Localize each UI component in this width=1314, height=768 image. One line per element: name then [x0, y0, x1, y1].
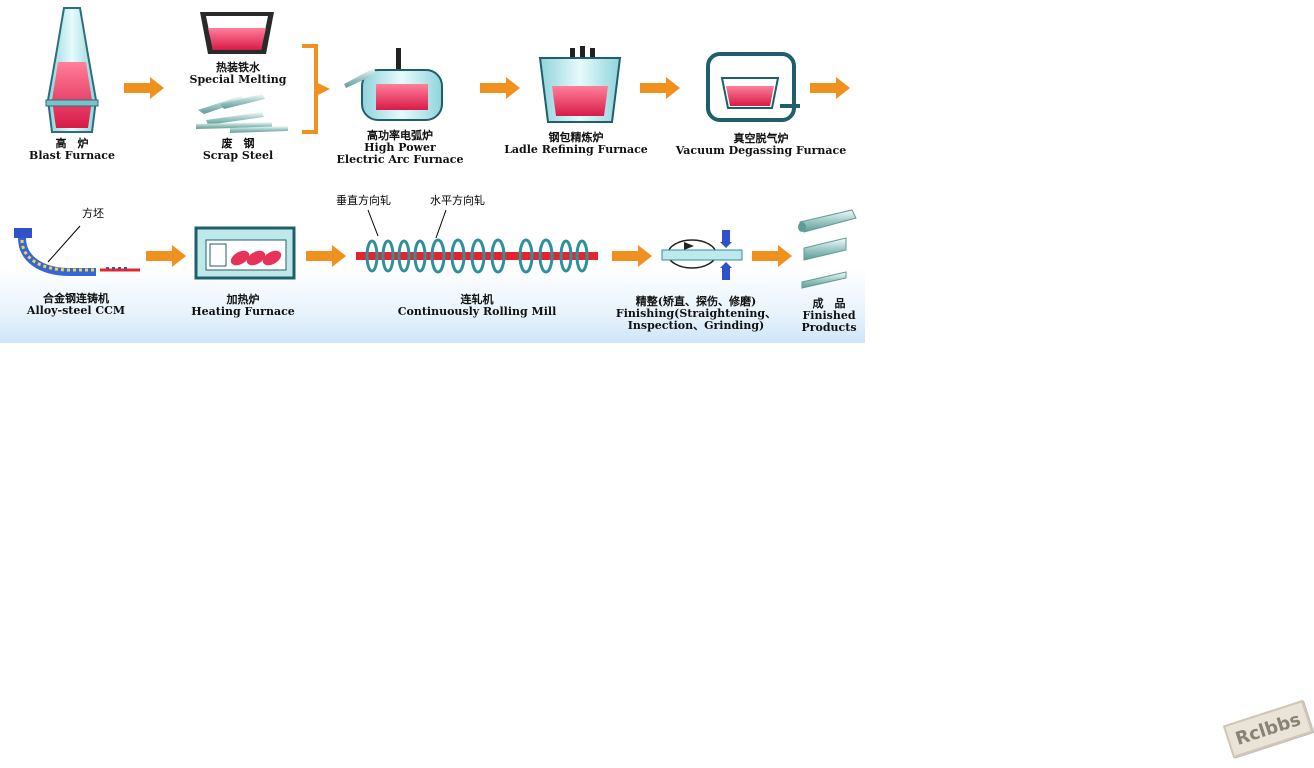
label-special-melting: 热装铁水 Special Melting	[190, 62, 287, 86]
finished-products-icon	[798, 209, 857, 289]
label-ladle-refining: 钢包精炼炉 Ladle Refining Furnace	[504, 132, 648, 156]
blast-furnace-icon	[45, 7, 99, 133]
rolling-mill-icon	[356, 209, 598, 274]
hot-metal-ladle-icon	[200, 12, 274, 54]
label-zh: 加热炉	[226, 293, 260, 306]
label-en-line1: High Power	[364, 141, 436, 154]
scrap-steel-icon	[196, 94, 288, 133]
label-en-line1: Finished	[802, 309, 856, 322]
label-vacuum-degassing: 真空脱气炉 Vacuum Degassing Furnace	[676, 133, 846, 157]
label-zh: 连轧机	[460, 293, 494, 306]
label-en-line2: Inspection、Grinding)	[627, 319, 765, 332]
diagram-graphics	[14, 7, 857, 289]
label-en: Special Melting	[189, 73, 287, 86]
label-zh: 真空脱气炉	[733, 132, 789, 145]
label-finishing: 精整(矫直、探伤、修磨) Finishing(Straightening、 In…	[616, 296, 776, 332]
process-flow-diagram: 高 炉 Blast Furnace 热装铁水 Special Melting 废…	[0, 0, 865, 343]
watermark-text: Rclbbs	[1232, 708, 1304, 750]
label-zh: 合金钢连铸机	[43, 292, 109, 305]
label-zh: 钢包精炼炉	[548, 131, 604, 144]
continuous-caster-icon	[14, 225, 140, 276]
label-electric-arc-furnace: 高功率电弧炉 High Power Electric Arc Furnace	[337, 130, 464, 166]
label-en: Heating Furnace	[191, 305, 295, 318]
vacuum-degassing-furnace-icon	[706, 52, 800, 122]
label-en: Ladle Refining Furnace	[504, 143, 648, 156]
label-en: Vacuum Degassing Furnace	[675, 144, 847, 157]
label-en: Continuously Rolling Mill	[397, 305, 557, 318]
label-en: Scrap Steel	[202, 149, 274, 162]
annotation-billet: 方坯	[82, 207, 104, 220]
finishing-station-icon	[661, 230, 743, 280]
label-en-line2: Products	[801, 321, 857, 334]
annotation-vertical-roll: 垂直方向轧	[336, 194, 391, 207]
heating-furnace-icon	[194, 226, 296, 280]
merge-bracket	[302, 44, 318, 134]
label-en-line2: Electric Arc Furnace	[336, 153, 464, 166]
label-en: Blast Furnace	[29, 149, 115, 162]
flow-arrows-row2	[146, 245, 792, 267]
ladle-refining-furnace-icon	[538, 46, 622, 123]
label-blast-furnace: 高 炉 Blast Furnace	[29, 138, 115, 162]
flow-arrows-row1	[124, 77, 850, 99]
label-zh: 热装铁水	[215, 61, 260, 74]
label-zh: 成 品	[812, 297, 846, 310]
electric-arc-furnace-icon	[344, 48, 443, 121]
label-finished-products: 成 品 Finished Products	[801, 298, 856, 334]
label-scrap-steel: 废 钢 Scrap Steel	[203, 138, 273, 162]
label-heating-furnace: 加热炉 Heating Furnace	[191, 294, 295, 318]
label-zh: 精整(矫直、探伤、修磨)	[635, 295, 757, 308]
label-zh: 废 钢	[221, 137, 255, 150]
label-en: Alloy-steel CCM	[26, 304, 126, 317]
label-zh: 高功率电弧炉	[367, 129, 433, 142]
label-rolling-mill: 连轧机 Continuously Rolling Mill	[398, 294, 557, 318]
label-zh: 高 炉	[55, 137, 89, 150]
label-en-line1: Finishing(Straightening、	[615, 307, 777, 320]
watermark-stamp: Rclbbs	[1222, 699, 1314, 759]
annotation-horizontal-roll: 水平方向轧	[430, 194, 485, 207]
label-alloy-ccm: 合金钢连铸机 Alloy-steel CCM	[27, 293, 125, 317]
